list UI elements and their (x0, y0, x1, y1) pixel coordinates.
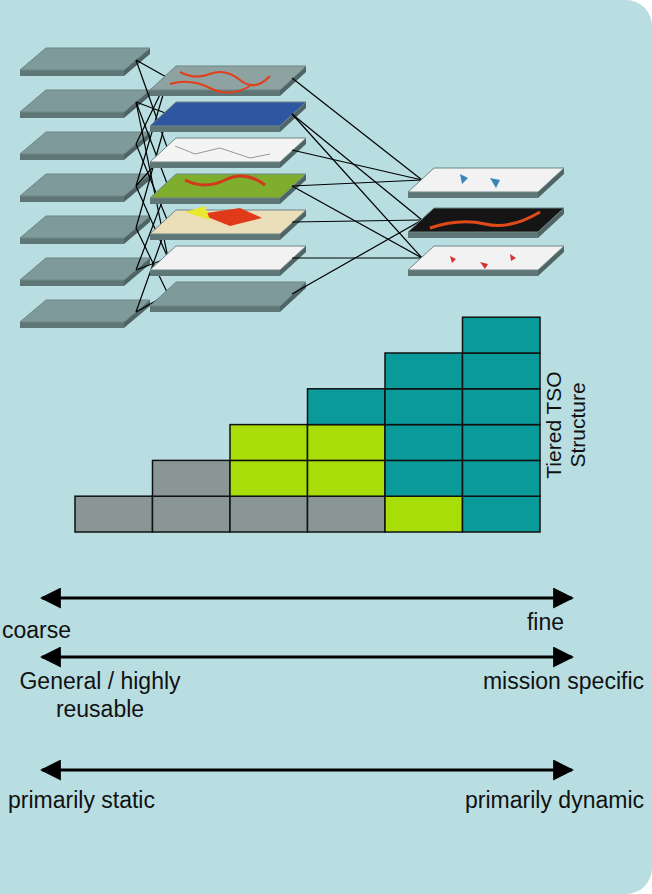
grey-layer (20, 132, 150, 154)
tier-cell (463, 425, 541, 461)
map-layer (150, 66, 306, 90)
link-line (292, 114, 422, 220)
map-layer (150, 282, 306, 306)
map-layer (150, 138, 306, 162)
scale-arrow (42, 769, 572, 772)
map-layer-edge (150, 198, 280, 204)
link-line (292, 78, 422, 180)
link-line (136, 60, 168, 150)
tier-cell (230, 425, 308, 461)
link-line (292, 150, 422, 180)
product-layer-edge (408, 192, 538, 198)
tier-cell (463, 460, 541, 496)
map-layer-edge (150, 270, 280, 276)
grey-layer-edge (20, 280, 124, 286)
link-line (136, 60, 168, 78)
red-spots (450, 254, 516, 269)
scale-label: mission specific (483, 667, 644, 695)
tier-cell (153, 496, 231, 532)
product-layer-edge (408, 270, 538, 276)
tier-cell (308, 425, 386, 461)
scale-label: primarily static (8, 786, 155, 814)
tier-cell (385, 496, 463, 532)
grey-layer-edge (20, 154, 124, 160)
map-lines (175, 146, 270, 158)
tier-cell (230, 496, 308, 532)
grey-layer-edge (20, 322, 124, 328)
grey-layer-edge (20, 238, 124, 244)
scale-label: primarily dynamic (465, 786, 644, 814)
product-layer-edge (408, 232, 538, 238)
link-line (292, 220, 422, 222)
map-layer-edge (150, 162, 280, 168)
grey-layer (20, 300, 150, 322)
tier-cell (463, 353, 541, 389)
scale-label: fine (527, 608, 564, 636)
map-layer (150, 246, 306, 270)
link-line (292, 114, 422, 258)
grey-layer-edge (20, 196, 124, 202)
product-layer (408, 246, 564, 270)
map-patch (200, 208, 262, 226)
scale-arrow (42, 597, 572, 600)
scale-arrow (42, 656, 572, 659)
map-patch (185, 206, 210, 220)
tier-cell (385, 425, 463, 461)
map-layer (150, 174, 306, 198)
tier-cell (385, 460, 463, 496)
grey-layer (20, 48, 150, 70)
blue-spots (460, 174, 500, 188)
grey-layer (20, 90, 150, 112)
tier-cell (308, 460, 386, 496)
tier-cell (385, 389, 463, 425)
red-route (430, 212, 540, 228)
tier-cell (308, 496, 386, 532)
map-layer-edge (150, 234, 280, 240)
tier-cell (230, 460, 308, 496)
grey-layer-edge (20, 112, 124, 118)
scale-label: General / highly reusable (2, 667, 198, 723)
link-line (292, 180, 422, 186)
tier-label: Tiered TSO Structure (542, 365, 590, 485)
road-lines (170, 72, 270, 93)
tier-cell (75, 496, 153, 532)
map-layer-edge (150, 126, 280, 132)
grey-layer (20, 216, 150, 238)
product-layer (408, 208, 564, 232)
tier-cell (308, 389, 386, 425)
grey-layer (20, 258, 150, 280)
map-patch (185, 176, 265, 185)
grey-layer-edge (20, 70, 124, 76)
tier-cell (463, 496, 541, 532)
product-layer (408, 168, 564, 192)
map-layer (150, 102, 306, 126)
link-line (292, 186, 422, 258)
tier-cell (463, 317, 541, 353)
link-line (292, 220, 422, 294)
tier-cell (153, 460, 231, 496)
map-layer-edge (150, 306, 280, 312)
grey-layer (20, 174, 150, 196)
scale-label: coarse (2, 616, 71, 644)
tier-cell (463, 389, 541, 425)
tier-cell (385, 353, 463, 389)
